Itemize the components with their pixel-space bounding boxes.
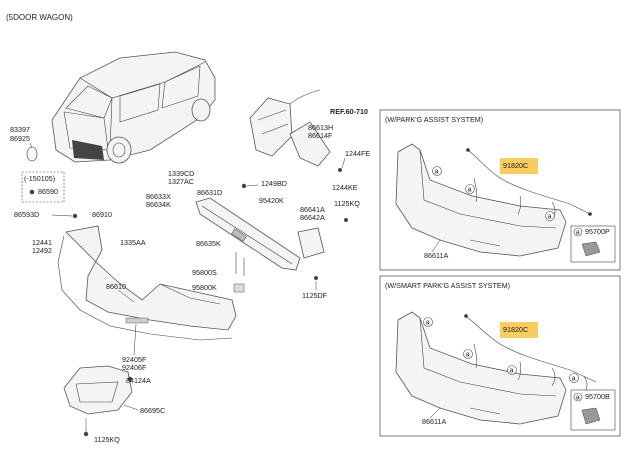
diagram-title: (5DOOR WAGON) [6,13,73,22]
bumper-86611a-upper [395,143,567,257]
bumper-beam-86631d [195,197,301,271]
bumper-86611a-lower [395,311,567,425]
label-1244ke: 1244KE [332,183,358,192]
bolt-icon [241,183,247,189]
callout-b-4 [569,373,579,383]
sensor-box-1-callout [573,227,583,237]
callout-b-3 [507,365,517,375]
callout-a-3 [545,211,555,221]
date-box [21,171,65,203]
label-86611a-1: 86611A [424,251,448,260]
label-1125kq-bottom: 1125KQ [94,435,120,444]
screw-icon [127,376,133,382]
label-12492: 12492 [32,246,52,255]
callout-a-3-letter: a [548,212,552,221]
callout-a-2 [465,184,475,194]
bolt-icon [83,431,89,437]
highlight-91820c-2[interactable] [500,322,538,338]
label-92406f: 92406F [122,363,147,372]
bumper-cover-86610 [57,225,237,341]
bolt-icon [72,213,78,219]
panel-smart-park-assist-title: (W/SMART PARK'G ASSIST SYSTEM) [385,281,510,290]
label-1249bd: 1249BD [261,179,287,188]
panel-smart-park-assist: (W/SMART PARK'G ASSIST SYSTEM) 91820C a … [379,275,621,437]
sensor-box-1-letter: a [576,227,580,236]
undercover-86695c [63,365,133,415]
callout-b-4-letter: a [572,374,576,383]
label-86631d: 86631D [197,188,222,197]
label-12441: 12441 [32,238,52,247]
ref-label: REF.60-710 [330,107,368,116]
label-1339cd: 1339CD [168,169,194,178]
label-95800k: 95800K [192,283,217,292]
callout-a-2-letter: a [468,185,472,194]
label-86642a: 86642A [300,213,325,222]
label-1327ac: 1327AC [168,177,194,186]
label-83397: 83397 [10,125,30,134]
sensor-bracket-icon [233,283,245,293]
clip-icon [29,189,35,195]
bracket-86613h [289,121,331,167]
car-illustration [51,51,216,164]
panel-park-assist-title: (W/PARK'G ASSIST SYSTEM) [385,115,483,124]
label-86593d: 86593D [14,210,39,219]
callout-b-1 [423,317,433,327]
label-92405f: 92405F [122,355,147,364]
side-bracket-86641a [297,227,325,259]
label-86910: 86910 [92,210,112,219]
label-1244fe: 1244FE [345,149,370,158]
sensor-box-2-callout [573,392,583,402]
label-86590: 86590 [38,187,58,196]
label-95800s: 95800S [192,268,217,277]
sensor-icon [581,241,601,257]
label-86633x: 86633X [146,192,171,201]
bolt-icon [344,218,348,222]
bolt-icon [314,276,318,280]
label-95420k: 95420K [259,196,284,205]
label-86695c: 86695C [140,406,165,415]
label-84124a: 84124A [126,376,151,385]
label-95700b: 95700B [585,392,610,401]
callout-a-1-letter: a [435,167,439,176]
clip-icon [338,168,342,172]
date-box-label: (-150105) [24,174,55,183]
label-86925: 86925 [10,134,30,143]
label-1125kq-top: 1125KQ [334,199,360,208]
label-86634k: 86634K [146,200,171,209]
label-86614f: 86614F [308,131,333,140]
callout-b-2-letter: a [466,350,470,359]
label-86635k: 86635K [196,239,221,248]
label-91820c-1: 91820C [503,161,528,170]
label-1335aa: 1335AA [120,238,146,247]
label-86613h: 86613H [308,123,333,132]
grommet-icon [26,146,38,162]
label-91820c-2: 91820C [503,325,528,334]
callout-a-1 [432,166,442,176]
callout-b-3-letter: a [510,366,514,375]
panel-park-assist: (W/PARK'G ASSIST SYSTEM) 91820C a a a 86… [379,109,621,271]
callout-b-2 [463,349,473,359]
highlight-91820c-1[interactable] [500,158,538,174]
label-86610: 86610 [106,282,126,291]
callout-b-1-letter: a [426,318,430,327]
sensor-icon [581,407,601,425]
label-86611a-2: 86611A [422,417,446,426]
sensor-box-2-letter: a [576,392,580,401]
label-1125df: 1125DF [302,291,328,300]
label-86641a: 86641A [300,205,325,214]
label-95700p: 95700P [585,227,610,236]
